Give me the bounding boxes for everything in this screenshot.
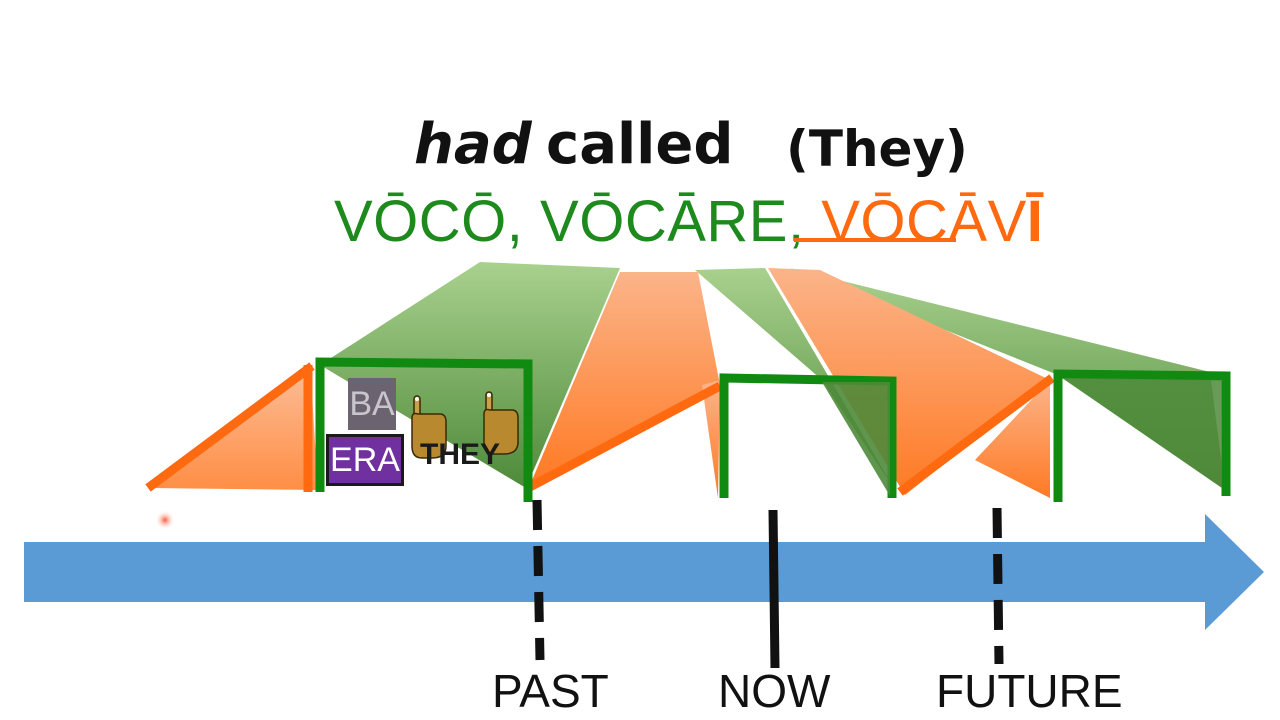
orange-fan-a <box>530 272 720 485</box>
they-label: THEY <box>420 438 501 471</box>
orange-fan-c <box>975 380 1050 498</box>
green-fan-left <box>320 262 620 488</box>
principal-part-2: VŌCĀRE, <box>540 189 805 254</box>
pointing-hand-icon <box>483 391 519 455</box>
past-marker <box>532 499 545 661</box>
title-subject: (They) <box>786 120 968 178</box>
orange-fan-d <box>702 380 720 498</box>
now-marker <box>768 509 780 669</box>
title-had: had <box>414 112 532 177</box>
green-frame-3 <box>1053 369 1231 502</box>
green-frame-2-fill <box>822 382 890 496</box>
ending-ba-box: BA <box>348 378 396 430</box>
timeline-label-future: FUTURE <box>936 665 1123 717</box>
green-frame-3-fill <box>1062 378 1222 488</box>
timeline-arrow <box>24 514 1264 630</box>
timeline-label-past: PAST <box>492 665 609 717</box>
title-called: called <box>546 112 734 177</box>
orange-fan-b <box>768 268 1050 495</box>
orange-ramp-1 <box>145 362 315 492</box>
principal-part-3: VŌCĀV <box>804 189 1027 254</box>
principal-part-1: VŌCŌ, <box>334 189 524 254</box>
perfect-stem-underline <box>794 238 956 242</box>
principal-parts: VŌCŌ, VŌCĀRE, VŌCĀVĪ <box>334 188 1043 255</box>
green-frame-1 <box>315 357 533 502</box>
orange-ramp-2 <box>525 382 723 492</box>
principal-part-3-ending: Ī <box>1026 189 1044 254</box>
timeline-label-now: NOW <box>718 665 831 717</box>
green-frame-2 <box>719 373 897 498</box>
future-marker <box>992 507 1004 665</box>
orange-ramp-3 <box>897 374 1055 496</box>
pointing-hand-icon <box>411 395 447 459</box>
red-dot <box>155 510 175 530</box>
ending-era-box: ERA <box>326 434 404 486</box>
